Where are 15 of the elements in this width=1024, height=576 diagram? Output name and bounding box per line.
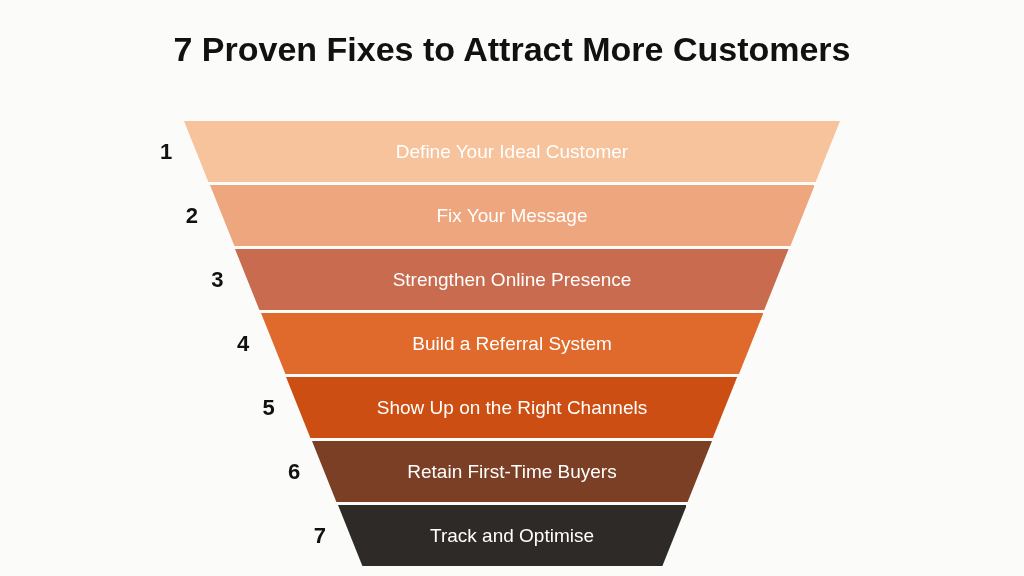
step-number: 7 <box>313 522 326 549</box>
step-label: Show Up on the Right Channels <box>375 396 649 419</box>
step-number: 6 <box>288 458 301 485</box>
step-label: Track and Optimise <box>429 524 595 547</box>
step-number: 5 <box>262 394 275 421</box>
title: 7 Proven Fixes to Attract More Customers <box>172 30 852 69</box>
step-number: 4 <box>236 330 250 357</box>
step-number: 3 <box>211 266 224 293</box>
step-number: 2 <box>185 202 198 229</box>
step-number: 1 <box>160 138 173 165</box>
step-label: Retain First-Time Buyers <box>406 460 618 483</box>
step-label: Define Your Ideal Customer <box>394 140 630 163</box>
step-label: Build a Referral System <box>411 332 613 355</box>
step-label: Fix Your Message <box>435 204 589 227</box>
step-label: Strengthen Online Presence <box>391 268 633 291</box>
